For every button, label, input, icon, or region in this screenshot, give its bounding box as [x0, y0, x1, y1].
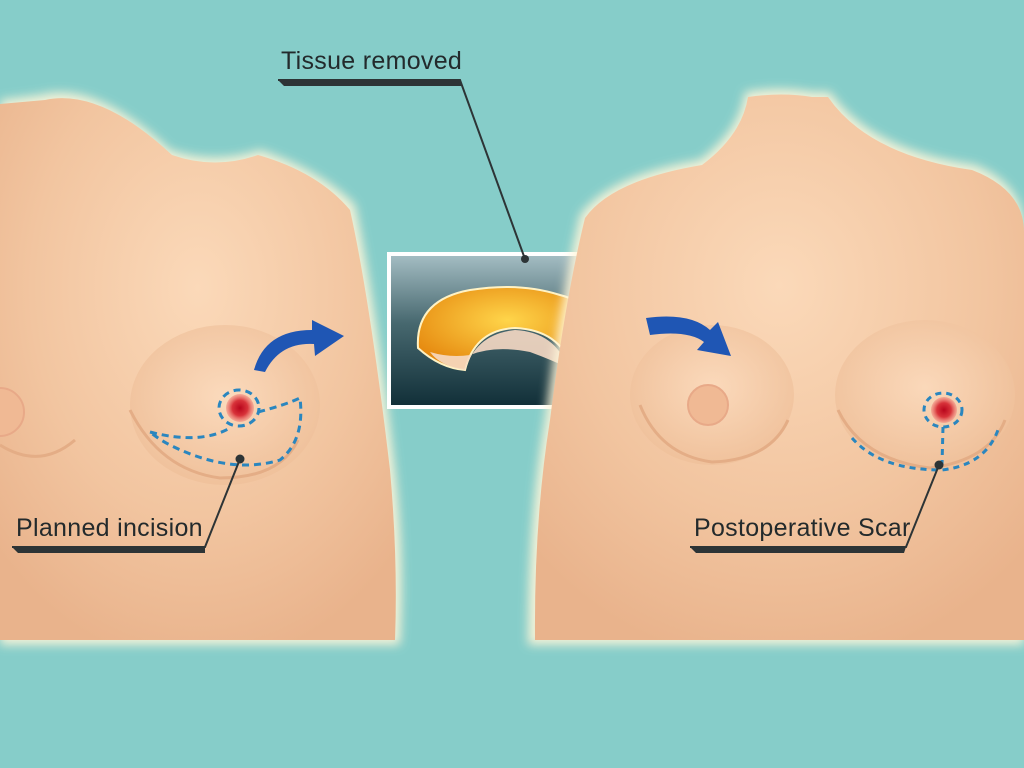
right-torso — [528, 89, 1024, 645]
postoperative-scar-underline — [690, 547, 906, 553]
tissue-removed-leader — [278, 79, 526, 260]
postoperative-scar-label: Postoperative Scar — [694, 514, 911, 542]
right-areola-left — [687, 384, 729, 426]
left-breast-right — [130, 325, 320, 485]
left-blue-arrow — [254, 320, 344, 372]
right-nipple — [931, 397, 957, 423]
planned-incision-underline — [12, 547, 205, 553]
left-breast-crease — [128, 409, 300, 480]
postoperative-scar-leader — [690, 460, 944, 553]
planned-incision-label: Planned incision — [16, 514, 203, 542]
left-nipple — [226, 394, 254, 422]
tissue-removed-underline — [278, 80, 462, 86]
right-breast-crease-left — [638, 404, 790, 464]
right-breast-right — [835, 320, 1015, 470]
incision-wing — [149, 395, 303, 467]
planned-incision-leader — [12, 454, 245, 553]
right-blue-arrow — [646, 316, 731, 356]
scar-inframammary — [850, 429, 1000, 472]
left-torso — [0, 92, 402, 645]
left-breast-crease-edge — [0, 438, 76, 458]
tissue-piece-underside — [430, 330, 568, 370]
incision-lower-line — [149, 426, 231, 440]
left-areola-partial — [0, 387, 25, 437]
tissue-removed-label: Tissue removed — [281, 47, 463, 75]
scar-circle — [922, 391, 964, 429]
incision-circle — [217, 388, 261, 428]
